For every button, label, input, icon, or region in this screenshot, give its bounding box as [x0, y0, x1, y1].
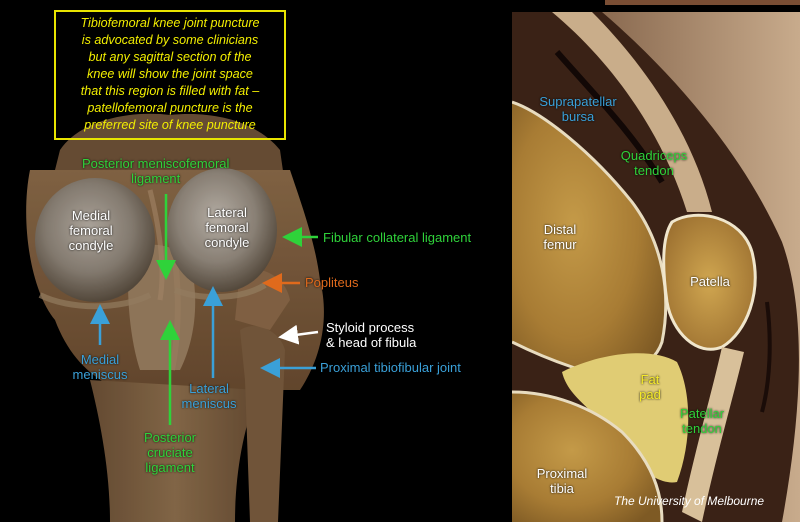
- posterior-knee-illustration: [26, 113, 324, 522]
- callout-line: that this region is filled with fat –: [80, 84, 260, 98]
- label-posterior-meniscofemoral-ligament: Posterior meniscofemoral ligament: [82, 156, 230, 186]
- label-lateral-meniscus: Lateral meniscus: [181, 381, 237, 411]
- label-patellar-tendon: Patellar tendon: [679, 406, 725, 436]
- copyright-credit: The University of Melbourne: [614, 494, 765, 508]
- callout-line: patellofemoral puncture is the: [87, 101, 253, 115]
- label-medial-femoral-condyle: Medial femoral condyle: [68, 208, 114, 253]
- label-lateral-femoral-condyle: Lateral femoral condyle: [204, 205, 250, 250]
- label-fibular-collateral-ligament: Fibular collateral ligament: [323, 230, 472, 245]
- label-posterior-cruciate-ligament: Posterior cruciate ligament: [143, 430, 197, 475]
- top-image-strip: [605, 0, 800, 5]
- clinical-note-callout: Tibiofemoral knee joint puncture is advo…: [54, 10, 286, 140]
- label-suprapatellar-bursa: Suprapatellar bursa: [539, 94, 617, 124]
- label-styloid-process: Styloid process & head of fibula: [326, 320, 417, 350]
- callout-line: Tibiofemoral knee joint puncture: [80, 16, 260, 30]
- posterior-knee-dissection-photo: [26, 113, 324, 522]
- callout-line: knee will show the joint space: [87, 67, 253, 81]
- callout-line: preferred site of knee puncture: [84, 118, 256, 132]
- label-quadriceps-tendon: Quadriceps tendon: [620, 148, 688, 178]
- label-proximal-tibia: Proximal tibia: [536, 466, 588, 496]
- label-proximal-tibiofibular-joint: Proximal tibiofibular joint: [320, 360, 461, 375]
- callout-line: is advocated by some clinicians: [81, 33, 259, 47]
- sagittal-knee-illustration: [512, 12, 800, 522]
- callout-line: but any sagittal section of the: [88, 50, 252, 64]
- label-fat-pad: Fat pad: [639, 372, 661, 402]
- label-medial-meniscus: Medial meniscus: [72, 352, 128, 382]
- sagittal-knee-section-photo: [512, 12, 800, 522]
- label-patella: Patella: [690, 274, 730, 289]
- label-distal-femur: Distal femur: [543, 222, 577, 252]
- label-popliteus: Popliteus: [305, 275, 359, 290]
